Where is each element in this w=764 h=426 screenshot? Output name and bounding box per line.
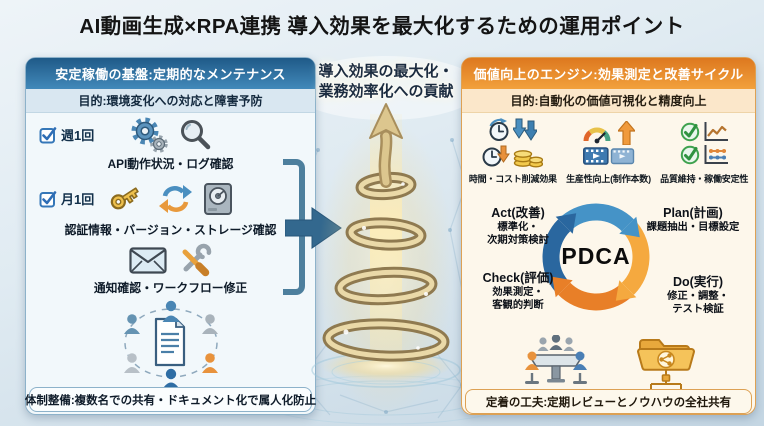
clock-cost-icon <box>482 145 511 166</box>
team-document-illustration <box>26 299 315 387</box>
spiral-rings <box>322 171 450 362</box>
person-icons <box>123 300 218 387</box>
metric-productivity: 生産性向上(制作本数) <box>561 116 657 185</box>
harddisk-icon <box>204 183 232 215</box>
adoption-footer: 定着の工夫:定期レビューとノウハウの全社共有 <box>465 389 752 414</box>
metric-label: 生産性向上(制作本数) <box>566 174 651 184</box>
metrics-row: 時間・コスト削減効果 <box>462 113 755 185</box>
double-down-arrow-icon <box>513 118 538 141</box>
frequency-label: 週1回 <box>61 128 95 143</box>
frequency-weekly: 週1回 <box>39 125 94 144</box>
magnifier-icon <box>181 120 211 150</box>
maintenance-item-label: API動作状況・ログ確認 <box>107 157 234 171</box>
sync-icon <box>159 185 192 213</box>
maintenance-item-label: 通知確認・ワークフロー修正 <box>93 281 248 295</box>
tools-icon <box>182 243 212 277</box>
clock-refresh-icon <box>489 117 509 141</box>
center-caption-line2: 業務効率化への貢献 <box>318 82 454 100</box>
maintenance-item-weekly: 週1回 <box>26 116 315 172</box>
maintenance-panel: 安定稼働の基盤:定期的なメンテナンス 目的:環境変化への対応と障害予防 週1回 <box>25 57 316 415</box>
metric-label: 時間・コスト削減効果 <box>468 174 557 184</box>
gauge-icon <box>583 127 610 143</box>
gears-icon <box>131 117 168 153</box>
maintenance-panel-header: 安定稼働の基盤:定期的なメンテナンス <box>26 58 315 89</box>
maintenance-item-label: 認証情報・バージョン・ストレージ確認 <box>64 223 277 237</box>
metric-quality: 品質維持・稼働安定性 <box>656 116 752 185</box>
center-caption: 導入効果の最大化・ 業務効率化への貢献 <box>303 62 469 102</box>
frequency-label: 月1回 <box>61 192 95 207</box>
shared-folder-icon <box>636 339 695 389</box>
metric-label: 品質維持・稼働安定性 <box>660 174 749 184</box>
maintenance-item-monthly: 月1回 <box>26 178 315 238</box>
key-icon <box>110 187 139 210</box>
up-arrow-icon <box>617 120 635 145</box>
pdca-center-label: PDCA <box>561 243 631 269</box>
pdca-cycle: PDCA Act(改善) 標準化・次期対策検討 Plan(計画) 課題抽出・目標… <box>462 187 755 333</box>
adoption-illustrations <box>462 333 755 389</box>
improvement-panel: 価値向上のエンジン:効果測定と改善サイクル 目的:自動化の価値可視化と精度向上 <box>461 57 756 415</box>
coins-icon <box>514 149 544 167</box>
maintenance-footer: 体制整備:複数名での共有・ドキュメント化で属人化防止 <box>25 387 316 412</box>
pdca-check-label: Check(評価) 効果測定・客観的判断 <box>482 271 554 312</box>
checkbox-icon <box>39 126 57 143</box>
golden-spiral-arrow <box>311 103 461 418</box>
improvement-panel-header: 価値向上のエンジン:効果測定と改善サイクル <box>462 58 755 89</box>
checkbox-icon <box>39 190 57 207</box>
center-caption-line1: 導入効果の最大化・ <box>318 63 454 80</box>
dot-line-chart-icon <box>704 144 728 164</box>
maintenance-purpose: 目的:環境変化への対応と障害予防 <box>26 89 315 113</box>
film-strips-icon <box>582 146 634 165</box>
team-document-icon <box>123 300 218 387</box>
improvement-body: 時間・コスト削減効果 <box>462 113 755 417</box>
maintenance-item-notify: 通知確認・ワークフロー修正 <box>26 242 315 296</box>
frequency-monthly: 月1回 <box>39 189 94 208</box>
pdca-cycle-icon <box>542 203 650 311</box>
page-title: AI動画生成×RPA連携 導入効果を最大化するための運用ポイント <box>79 15 685 38</box>
check-circle-icon <box>680 145 699 164</box>
pdca-plan-label: Plan(計画) 課題抽出・目標設定 <box>646 206 740 233</box>
envelope-icon <box>129 246 167 274</box>
line-chart-icon <box>704 121 728 141</box>
pdca-act-label: Act(改善) 標準化・次期対策検討 <box>487 206 549 247</box>
maintenance-body: 週1回 <box>25 113 316 415</box>
pdca-do-label: Do(実行) 修正・調整・テスト検証 <box>667 275 729 316</box>
check-circle-icon <box>680 122 699 141</box>
metric-time-cost: 時間・コスト削減効果 <box>465 116 561 185</box>
improvement-purpose: 目的:自動化の価値可視化と精度向上 <box>462 89 755 113</box>
meeting-icon <box>524 335 587 384</box>
